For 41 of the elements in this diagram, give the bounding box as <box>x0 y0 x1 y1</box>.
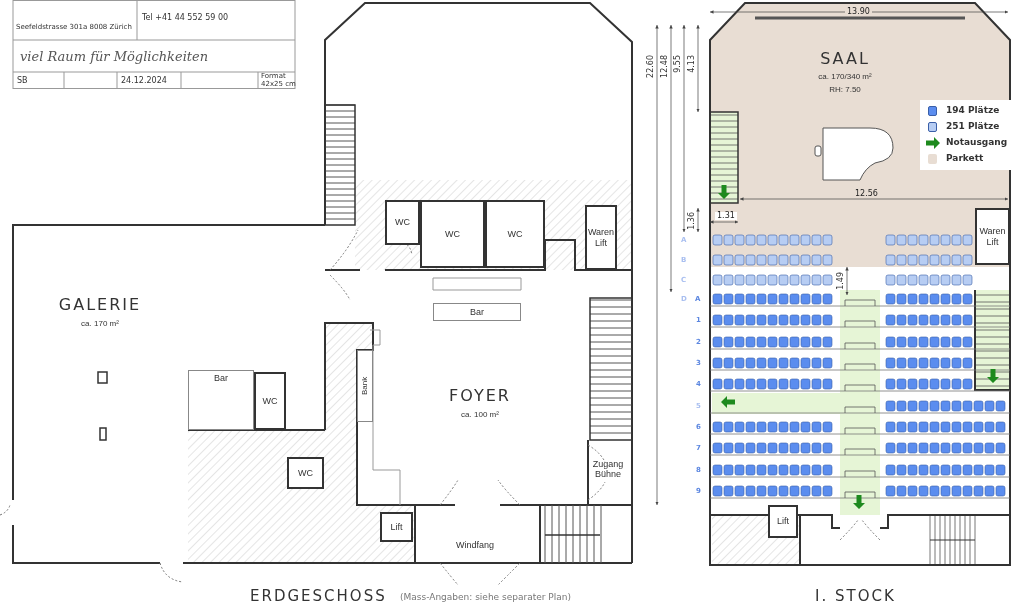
wc-room: WC <box>385 200 420 245</box>
elevator: Lift <box>768 505 798 538</box>
legend-label: 251 Plätze <box>946 122 1000 131</box>
wc-room: WC <box>420 200 485 268</box>
area-label: ca. 170/340 m² <box>818 72 872 82</box>
drawing-code: SB <box>17 77 28 85</box>
legend-label: Parkett <box>946 154 984 163</box>
date-text: 24.12.2024 <box>121 77 167 85</box>
ceiling-height-label: RH: 7.50 <box>829 85 861 95</box>
legend-label: 194 Plätze <box>946 106 1000 115</box>
note-text: (Mass-Angaben: siehe separater Plan) <box>400 593 571 602</box>
bar-area: Bar <box>188 370 254 430</box>
phone-number: Tel +41 44 552 59 00 <box>142 14 229 22</box>
dimension-label: 9.55 <box>674 55 682 73</box>
dimension-label: 1.49 <box>837 272 845 290</box>
room-name: FOYER <box>449 387 511 406</box>
freight-elevator: Waren Lift <box>975 208 1010 265</box>
wc-room: WC <box>485 200 545 268</box>
dimension-label: 22.60 <box>647 55 655 78</box>
dimension-label: 1.31 <box>715 212 737 220</box>
dimension-label: 13.90 <box>845 8 872 16</box>
room-label: Windfang <box>430 535 520 555</box>
floor-title: I. STOCK <box>815 589 896 604</box>
dimension-label: 1.36 <box>688 212 696 230</box>
wc-room: WC <box>287 457 324 489</box>
legend-label: Notausgang <box>946 138 1008 147</box>
dimension-label: 4.13 <box>688 55 696 73</box>
elevator: Lift <box>380 512 413 542</box>
area-label: ca. 170 m² <box>81 318 119 328</box>
dimension-label: 12.56 <box>853 190 880 198</box>
freight-elevator: Waren Lift <box>585 205 617 270</box>
room-name: GALERIE <box>58 296 142 315</box>
floor-title: ERDGESCHOSS <box>250 589 387 604</box>
area-label: ca. 100 m² <box>461 409 499 419</box>
dimension-label: 12.48 <box>661 55 669 78</box>
subtitle-text: viel Raum für Möglichkeiten <box>20 50 209 63</box>
room-name: SAAL <box>820 49 870 68</box>
bench: Bank <box>357 350 373 422</box>
room-label: Zugang Bühne <box>588 452 628 486</box>
wc-room: WC <box>254 372 286 430</box>
bar-counter: Bar <box>433 303 521 321</box>
